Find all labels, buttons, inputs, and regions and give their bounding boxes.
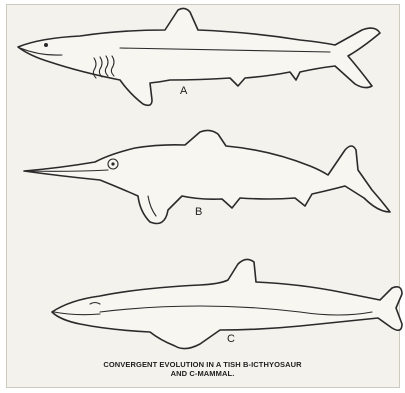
label-shark: A bbox=[180, 85, 187, 97]
ichthyosaur-illustration bbox=[24, 130, 390, 223]
caption-line-2: AND C-MAMMAL. bbox=[20, 369, 385, 378]
label-dolphin: C bbox=[227, 333, 235, 345]
caption-line-1: CONVERGENT EVOLUTION IN A TISH B-ICTHYOS… bbox=[20, 360, 385, 369]
shark-eye bbox=[44, 43, 48, 47]
figure-caption: CONVERGENT EVOLUTION IN A TISH B-ICTHYOS… bbox=[20, 360, 385, 378]
ichthyosaur-body bbox=[24, 130, 390, 223]
shark-illustration bbox=[18, 8, 380, 105]
shark-body bbox=[18, 8, 380, 105]
label-ichthyosaur: B bbox=[195, 206, 202, 218]
